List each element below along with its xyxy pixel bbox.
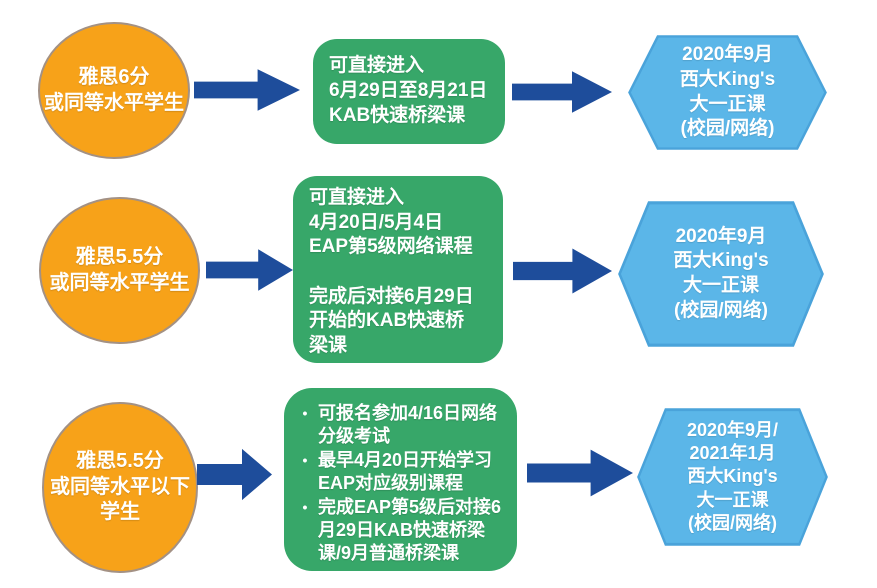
outcome-label: 2020年9月 西大King's 大一正课 (校园/网络) (679, 44, 776, 140)
outcome-label: 2020年9月/ 2021年1月 西大King's 大一正课 (校园/网络) (686, 420, 779, 533)
course-bullet-list: • 可报名参加4/16日网络分级考试 • 最早4月20日开始学习EAP对应级别课… (284, 388, 517, 576)
flow-arrow (513, 246, 612, 296)
student-level-circle: 雅思5.5分 或同等水平学生 (39, 197, 200, 344)
bullet-text: 完成EAP第5级后对接6月29日KAB快速桥梁课/9月普通桥梁课 (318, 496, 502, 564)
course-box-text: 可直接进入 6月29日至8月21日 KAB快速桥梁课 (329, 55, 488, 126)
course-box: • 可报名参加4/16日网络分级考试 • 最早4月20日开始学习EAP对应级别课… (284, 388, 517, 571)
student-level-label: 雅思5.5分 或同等水平学生 (49, 245, 190, 294)
hexagon-shape-icon (628, 35, 827, 150)
arrow-right-icon (197, 448, 272, 501)
flow-arrow (527, 447, 633, 499)
arrow-right-icon (512, 71, 612, 113)
hexagon-shape-icon (637, 408, 828, 546)
student-level-label: 雅思5.5分 或同等水平以下 学生 (50, 450, 190, 524)
arrow-right-icon (527, 449, 633, 497)
bullet-dot: • (302, 451, 308, 468)
bullet-dot: • (302, 405, 308, 421)
student-level-label: 雅思6分 或同等水平学生 (44, 65, 184, 114)
student-level-circle: 雅思6分 或同等水平学生 (38, 22, 190, 159)
bullet-item: • 可报名参加4/16日网络分级考试 (292, 402, 507, 449)
student-level-circle: 雅思5.5分 或同等水平以下 学生 (42, 402, 198, 573)
course-box-text: 可直接进入 4月20日/5月4日 EAP第5级网络课程 完成后对接6月29日 开… (309, 187, 474, 357)
arrow-right-icon (206, 249, 293, 291)
flow-arrow (194, 67, 300, 113)
outcome-hexagon: 2020年9月 西大King's 大一正课 (校园/网络) (618, 201, 824, 347)
flow-arrow (512, 69, 612, 115)
bullet-dot: • (302, 498, 308, 515)
bullet-item: • 完成EAP第5级后对接6月29日KAB快速桥梁课/9月普通桥梁课 (292, 496, 507, 566)
arrow-right-icon (513, 248, 612, 294)
outcome-hexagon: 2020年9月 西大King's 大一正课 (校园/网络) (628, 35, 827, 150)
flow-arrow (197, 446, 272, 503)
course-box: 可直接进入 6月29日至8月21日 KAB快速桥梁课 (313, 39, 505, 144)
bullet-item: • 最早4月20日开始学习EAP对应级别课程 (292, 449, 507, 496)
bullet-text: 最早4月20日开始学习EAP对应级别课程 (318, 449, 493, 494)
arrow-right-icon (194, 69, 300, 111)
outcome-hexagon: 2020年9月/ 2021年1月 西大King's 大一正课 (校园/网络) (637, 408, 828, 546)
outcome-label: 2020年9月 西大King's 大一正课 (校园/网络) (673, 225, 769, 321)
bullet-text: 可报名参加4/16日网络分级考试 (318, 403, 498, 447)
course-box: 可直接进入 4月20日/5月4日 EAP第5级网络课程 完成后对接6月29日 开… (293, 176, 503, 363)
flow-arrow (206, 247, 293, 293)
hexagon-shape-icon (618, 201, 824, 347)
